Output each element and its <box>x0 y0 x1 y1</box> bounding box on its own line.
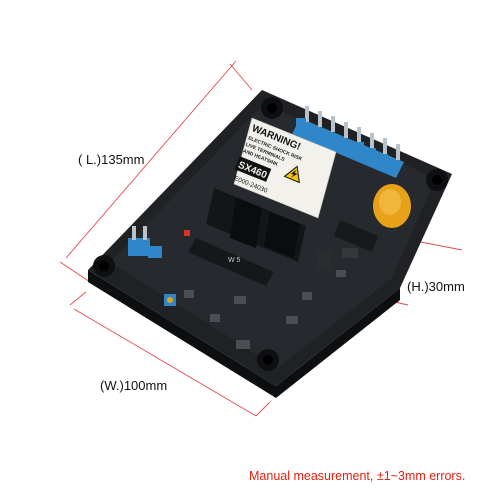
svg-text:W 5: W 5 <box>228 257 241 264</box>
product-label: WARNING! ELECTRIC SHOCK RISK LIVE TERMIN… <box>233 117 337 219</box>
width-extension-right <box>255 401 271 417</box>
width-dimension-line <box>73 308 257 417</box>
high-voltage-warning-icon <box>283 165 300 184</box>
red-led <box>184 230 190 236</box>
varistor <box>373 184 411 228</box>
width-extension-left <box>69 291 87 306</box>
width-label: (W.)100mm <box>100 378 168 393</box>
length-label: ( L.)135mm <box>78 152 145 167</box>
right-components <box>318 220 378 270</box>
smd-components <box>184 270 346 349</box>
terminal-block-top <box>292 106 404 178</box>
model-box <box>234 156 272 182</box>
trimmer-top <box>296 118 306 128</box>
terminal-block-left <box>128 226 162 258</box>
height-label: (H.)30mm <box>407 279 465 294</box>
dimension-lines <box>59 60 463 417</box>
trimmer-bottom-screw <box>167 297 173 303</box>
mounting-holes <box>93 97 448 371</box>
length-dimension-line <box>65 60 237 259</box>
regulator-board: W 5 <box>88 90 452 398</box>
connector-strip-right <box>356 142 388 168</box>
board-side <box>88 270 400 398</box>
length-extension-top <box>229 63 253 91</box>
power-resistor: W 5 <box>188 238 274 286</box>
measurement-note: Manual measurement, ±1~3mm errors. <box>249 469 466 483</box>
power-module <box>206 188 306 262</box>
length-extension-bottom <box>59 261 91 283</box>
